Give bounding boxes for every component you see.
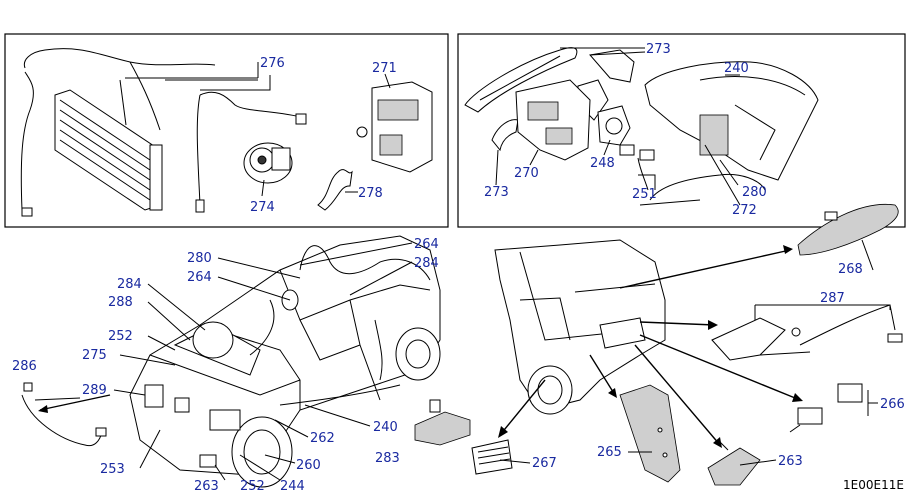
callout-286: 286 [12,359,37,374]
callout-253: 253 [100,462,125,477]
callout-276: 276 [260,56,285,71]
panel-dash-parts [457,33,906,228]
callout-273-top: 273 [646,42,671,57]
callout-240-car: 240 [373,420,398,435]
heater-core-assembly [515,79,591,161]
callout-267: 267 [532,456,557,471]
callout-248: 248 [590,156,615,171]
callout-240-dash: 240 [724,61,749,76]
rear-lamp [707,439,761,486]
high-mount-lamp [797,203,899,256]
callout-266: 266 [880,397,905,412]
callout-272: 272 [732,203,757,218]
callout-284-left: 284 [117,277,142,292]
compressor [243,142,293,184]
callout-252-upper: 252 [108,329,133,344]
callout-275: 275 [82,348,107,363]
callout-288: 288 [108,295,133,310]
callout-280-car: 280 [187,251,212,266]
callout-284-right: 284 [414,256,439,271]
condenser [54,89,163,211]
car-rear-view [494,239,666,415]
callout-262: 262 [310,431,335,446]
defroster-nozzle [464,47,578,113]
callout-265: 265 [597,445,622,460]
callout-278: 278 [358,186,383,201]
callout-283: 283 [375,451,400,466]
callout-244: 244 [280,479,305,493]
callout-263-front: 263 [194,479,219,493]
high-pressure-pipe [195,91,307,213]
callout-287: 287 [820,291,845,306]
callout-280-dash: 280 [742,185,767,200]
rear-wiper [711,304,903,361]
instrument-panel [644,61,819,181]
callout-263-rear: 263 [778,454,803,469]
callout-251: 251 [632,187,657,202]
callout-268: 268 [838,262,863,277]
harness-dash [639,173,766,206]
callout-271: 271 [372,61,397,76]
callout-274: 274 [250,200,275,215]
callout-289: 289 [82,383,107,398]
ac-pipe-assembly [20,48,216,217]
heater-unit [356,81,433,173]
grille-part [471,439,513,475]
callout-264-car-left: 264 [187,270,212,285]
car-front-view [129,235,441,488]
rear-garnish [619,384,681,483]
callout-264-car-right: 264 [414,237,439,252]
callout-260: 260 [296,458,321,473]
callout-252-lower: 252 [240,479,265,493]
license-lamp [789,383,863,433]
callout-273-bottom: 273 [484,185,509,200]
drain-hose [317,169,353,211]
panel-ac-parts [4,33,449,228]
blower-motor [597,105,631,146]
latch-part [414,399,471,446]
switches [619,144,655,191]
washer-hose [21,382,107,447]
diagram-code: 1E00E11E [843,478,904,492]
callout-270: 270 [514,166,539,181]
